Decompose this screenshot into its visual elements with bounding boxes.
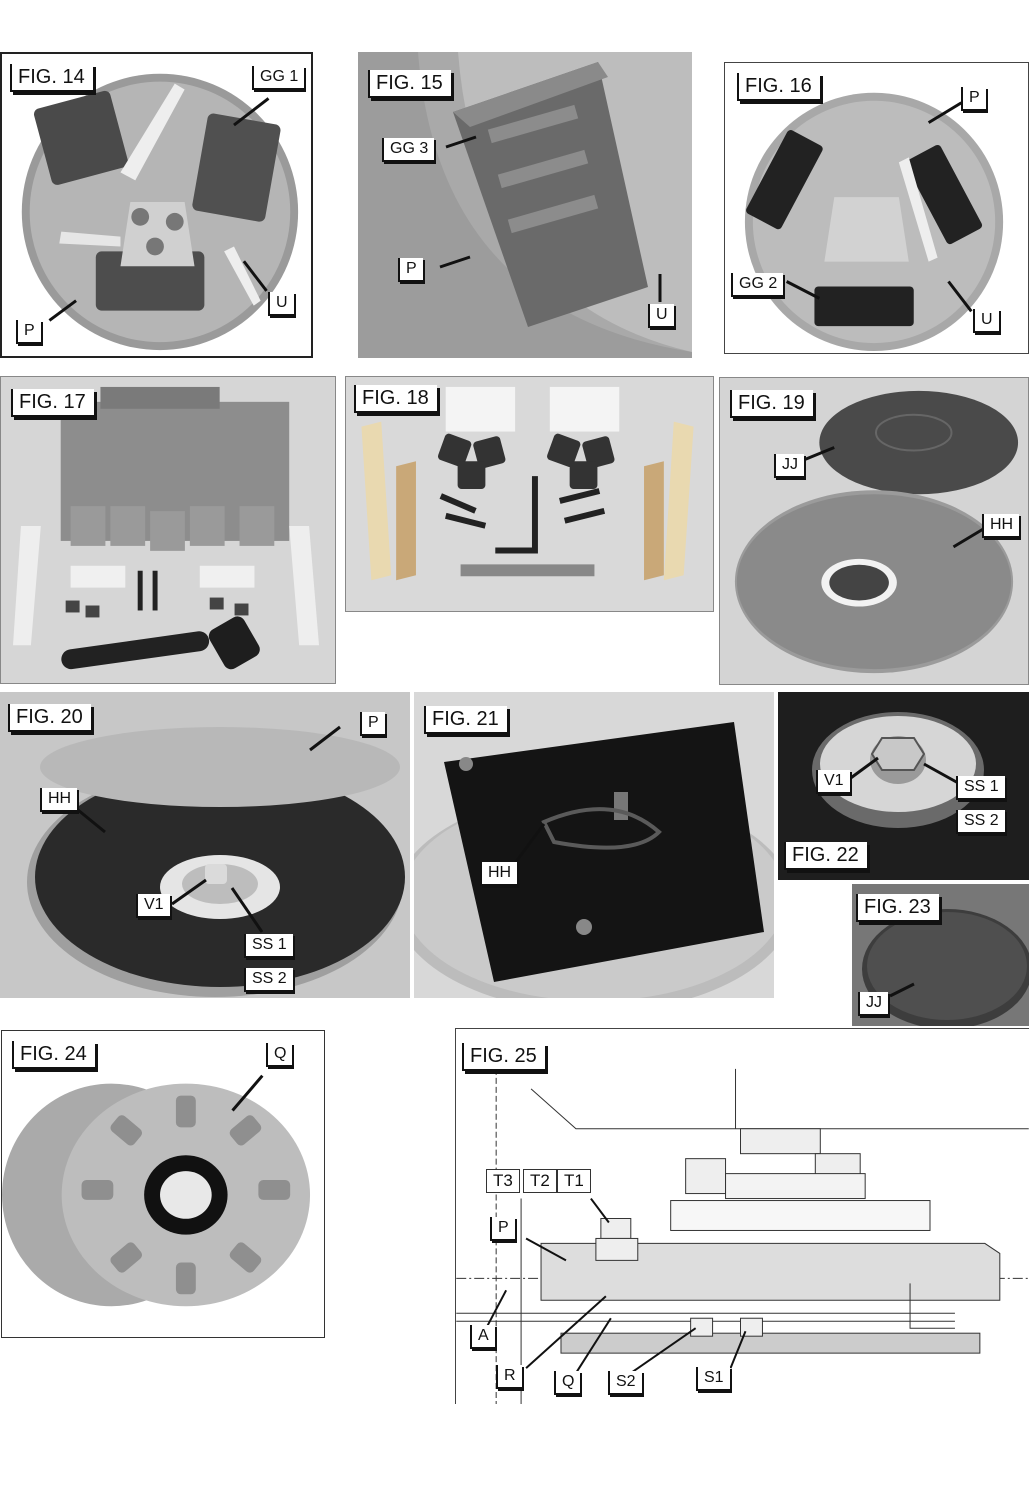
figure-25-drawing	[456, 1068, 1029, 1404]
figure-16-title: FIG. 16	[737, 73, 820, 101]
figure-16-photo	[744, 92, 1004, 352]
figure-17-title: FIG. 17	[11, 389, 94, 417]
figure-20-photo	[0, 692, 410, 998]
callout-jj: JJ	[858, 992, 888, 1016]
figure-16: FIG. 16 P GG 2 U	[724, 62, 1029, 354]
figure-20: FIG. 20 P HH V1 SS 1 SS 2	[0, 692, 410, 998]
callout-q: Q	[266, 1043, 293, 1067]
callout-p: P	[490, 1217, 515, 1241]
figure-23-title: FIG. 23	[856, 894, 939, 922]
callout-v1: V1	[136, 894, 170, 918]
figure-21-photo	[414, 722, 774, 998]
figure-17: FIG. 17	[0, 376, 336, 684]
callout-p: P	[961, 87, 986, 111]
callout-p: P	[16, 320, 41, 344]
callout-t3: T3	[486, 1169, 520, 1193]
callout-ss1: SS 1	[244, 934, 293, 958]
figure-23: FIG. 23 JJ	[852, 884, 1029, 1026]
callout-u: U	[648, 304, 674, 328]
figure-24-title: FIG. 24	[12, 1041, 95, 1069]
figure-15: FIG. 15 GG 3 P U	[358, 52, 692, 358]
figure-24: FIG. 24 Q	[1, 1030, 325, 1338]
callout-r: R	[496, 1365, 522, 1389]
figure-19-photo	[734, 390, 1019, 674]
callout-ss2: SS 2	[244, 968, 293, 992]
callout-t2: T2	[523, 1169, 557, 1193]
callout-hh: HH	[982, 514, 1020, 538]
callout-jj: JJ	[774, 454, 804, 478]
callout-hh: HH	[40, 788, 78, 812]
figure-20-title: FIG. 20	[8, 704, 91, 732]
figure-14-title: FIG. 14	[10, 64, 93, 92]
callout-s1: S1	[696, 1367, 730, 1391]
callout-p: P	[360, 712, 385, 736]
figure-18-photo	[361, 386, 694, 581]
callout-p: P	[398, 258, 423, 282]
callout-u: U	[973, 309, 999, 333]
callout-s2: S2	[608, 1371, 642, 1395]
figure-22-title: FIG. 22	[784, 842, 867, 870]
figure-22-photo	[812, 712, 984, 828]
callout-u: U	[268, 292, 294, 316]
callout-q: Q	[554, 1371, 581, 1395]
figure-25: FIG. 25 T3 T2 T1 P A R Q S2 S1	[455, 1028, 1029, 1404]
callout-v1: V1	[816, 770, 850, 794]
callout-ss2: SS 2	[956, 810, 1005, 834]
figure-14: FIG. 14 GG 1 P U	[0, 52, 313, 358]
figure-25-title: FIG. 25	[462, 1043, 545, 1071]
figure-22: V1 SS 1 SS 2 FIG. 22	[778, 692, 1029, 880]
callout-ss1: SS 1	[956, 776, 1005, 800]
figure-17-photo	[13, 386, 320, 670]
figure-18-title: FIG. 18	[354, 385, 437, 413]
figure-19: FIG. 19 JJ HH	[719, 377, 1029, 685]
figure-21: FIG. 21 HH	[414, 692, 774, 998]
callout-a: A	[470, 1325, 495, 1349]
figure-19-title: FIG. 19	[730, 390, 813, 418]
figure-24-photo	[2, 1074, 311, 1307]
callout-gg1: GG 1	[252, 66, 305, 90]
figure-21-title: FIG. 21	[424, 706, 507, 734]
callout-t1: T1	[557, 1169, 591, 1193]
callout-gg2: GG 2	[731, 273, 784, 297]
figure-18: FIG. 18	[345, 376, 714, 612]
callout-gg3: GG 3	[382, 138, 435, 162]
figure-15-title: FIG. 15	[368, 70, 451, 98]
callout-hh: HH	[480, 862, 518, 886]
figure-15-photo	[358, 52, 692, 358]
figure-14-photo	[21, 73, 299, 351]
